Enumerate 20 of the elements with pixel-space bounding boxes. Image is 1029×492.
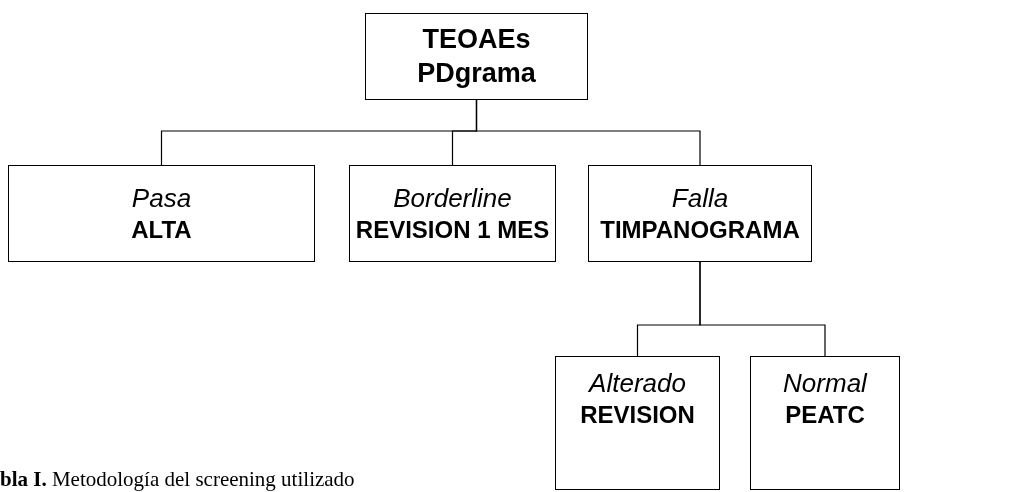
result-label: Borderline [393,182,512,215]
result-label: Falla [671,182,729,215]
result-label: Alterado [589,367,686,400]
connector-line [475,99,701,166]
action-label: TIMPANOGRAMA [600,214,800,245]
connector-line [699,261,826,357]
action-label: ALTA [131,214,192,245]
result-label: Normal [783,367,867,400]
caption: bla I. Metodología del screening utilizado [0,466,355,492]
process-box [555,356,720,490]
process-box [349,165,556,262]
action-label: REVISION [580,399,695,430]
box-title: TEOAEs PDgrama [416,22,537,90]
process-box [365,13,588,100]
action-label: REVISION 1 MES [355,214,550,245]
process-box [588,165,812,262]
process-box [750,356,900,490]
process-box [8,165,315,262]
action-label: PEATC [785,399,865,430]
result-label: Pasa [131,182,192,215]
